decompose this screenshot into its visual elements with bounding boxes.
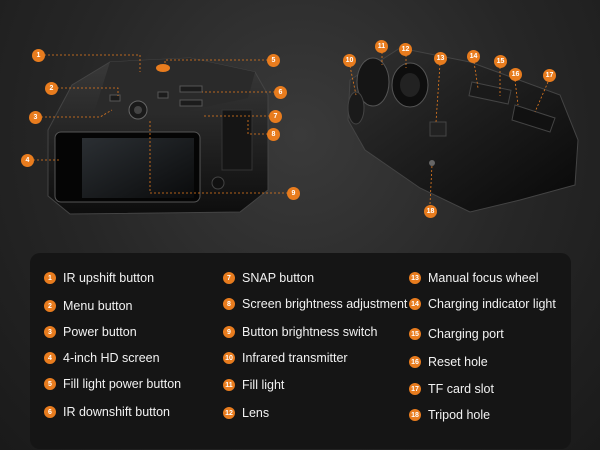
callout-8: 8 bbox=[267, 128, 280, 141]
legend-item: 8 Screen brightness adjustment bbox=[223, 296, 407, 312]
legend-label: Menu button bbox=[63, 299, 133, 313]
legend-item: 16 Reset hole bbox=[409, 354, 488, 370]
callout-18: 18 bbox=[424, 205, 437, 218]
legend-item: 7 SNAP button bbox=[223, 270, 314, 286]
callout-11: 11 bbox=[375, 40, 388, 53]
legend-label: Power button bbox=[63, 325, 137, 339]
binoculars-drawings bbox=[33, 47, 579, 215]
legend-label: Reset hole bbox=[428, 355, 488, 369]
number-badge: 15 bbox=[409, 328, 421, 340]
number-badge: 6 bbox=[44, 406, 56, 418]
callout-17: 17 bbox=[543, 69, 556, 82]
number-badge: 17 bbox=[409, 383, 421, 395]
legend-item: 6 IR downshift button bbox=[44, 404, 170, 420]
legend-label: Infrared transmitter bbox=[242, 351, 348, 365]
legend-label: TF card slot bbox=[428, 382, 494, 396]
number-badge: 14 bbox=[409, 298, 421, 310]
legend-label: IR downshift button bbox=[63, 405, 171, 419]
number-badge: 10 bbox=[223, 352, 235, 364]
callout-5: 5 bbox=[267, 54, 280, 67]
legend-item: 4 4-inch HD screen bbox=[44, 350, 160, 366]
legend-item: 10 Infrared transmitter bbox=[223, 350, 348, 366]
parts-legend: 1 IR upshift button 2 Menu button 3 Power b… bbox=[30, 253, 571, 449]
callout-1: 1 bbox=[32, 49, 45, 62]
legend-label: Fill light power button bbox=[63, 377, 182, 391]
callout-2: 2 bbox=[45, 82, 58, 95]
callout-4: 4 bbox=[21, 154, 34, 167]
number-badge: 11 bbox=[223, 379, 235, 391]
callout-10: 10 bbox=[343, 54, 356, 67]
legend-label: IR upshift button bbox=[63, 271, 155, 285]
legend-label: 4-inch HD screen bbox=[63, 351, 160, 365]
legend-label: Lens bbox=[242, 406, 270, 420]
legend-item: 3 Power button bbox=[44, 324, 137, 340]
number-badge: 13 bbox=[409, 272, 421, 284]
legend-item: 13 Manual focus wheel bbox=[409, 270, 538, 286]
callout-6: 6 bbox=[274, 86, 287, 99]
number-badge: 1 bbox=[44, 272, 56, 284]
callout-15: 15 bbox=[494, 55, 507, 68]
callout-14: 14 bbox=[467, 50, 480, 63]
legend-item: 2 Menu button bbox=[44, 298, 133, 314]
legend-item: 1 IR upshift button bbox=[44, 270, 154, 286]
number-badge: 7 bbox=[223, 272, 235, 284]
number-badge: 2 bbox=[44, 300, 56, 312]
callout-16: 16 bbox=[509, 68, 522, 81]
legend-item: 17 TF card slot bbox=[409, 381, 494, 397]
callout-13: 13 bbox=[434, 52, 447, 65]
number-badge: 12 bbox=[223, 407, 235, 419]
number-badge: 8 bbox=[223, 298, 235, 310]
legend-item: 9 Button brightness switch bbox=[223, 324, 378, 340]
legend-item: 12 Lens bbox=[223, 405, 269, 421]
callout-12: 12 bbox=[399, 43, 412, 56]
legend-label: Button brightness switch bbox=[242, 325, 378, 339]
legend-label: Fill light bbox=[242, 378, 285, 392]
callout-3: 3 bbox=[29, 111, 42, 124]
number-badge: 9 bbox=[223, 326, 235, 338]
number-badge: 18 bbox=[409, 409, 421, 421]
legend-label: Charging port bbox=[428, 327, 504, 341]
callout-7: 7 bbox=[269, 110, 282, 123]
leader-lines bbox=[33, 52, 549, 205]
number-badge: 5 bbox=[44, 378, 56, 390]
legend-label: Tripod hole bbox=[428, 408, 491, 422]
legend-item: 5 Fill light power button bbox=[44, 376, 181, 392]
legend-label: Charging indicator light bbox=[428, 297, 556, 311]
number-badge: 4 bbox=[44, 352, 56, 364]
legend-label: Manual focus wheel bbox=[428, 271, 539, 285]
device-front-view bbox=[347, 47, 579, 213]
legend-label: Screen brightness adjustment bbox=[242, 297, 408, 311]
legend-label: SNAP button bbox=[242, 271, 315, 285]
legend-item: 15 Charging port bbox=[409, 326, 504, 342]
number-badge: 3 bbox=[44, 326, 56, 338]
number-badge: 16 bbox=[409, 356, 421, 368]
legend-item: 11 Fill light bbox=[223, 377, 284, 393]
legend-item: 14 Charging indicator light bbox=[409, 296, 556, 312]
device-rear-view bbox=[47, 57, 269, 215]
legend-item: 18 Tripod hole bbox=[409, 407, 490, 423]
product-illustration: 1 2 3 4 5 6 7 8 9 10 11 12 13 14 15 16 1… bbox=[21, 40, 579, 218]
callout-9: 9 bbox=[287, 187, 300, 200]
